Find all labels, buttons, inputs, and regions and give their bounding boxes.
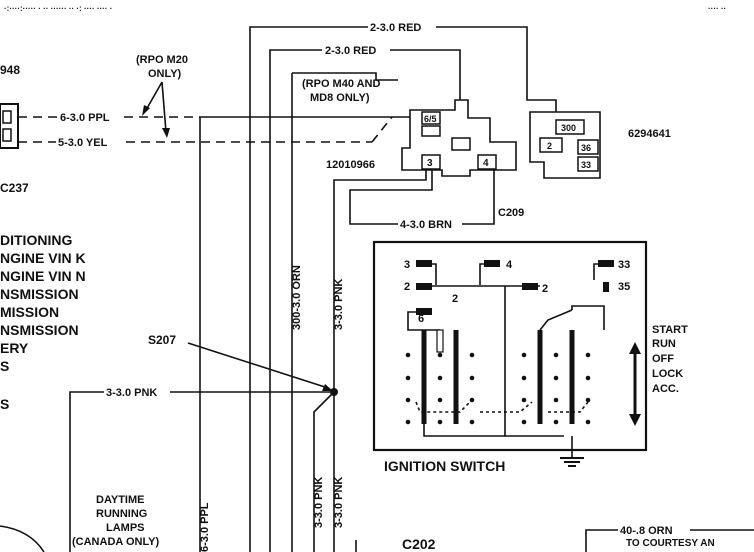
pnk-vertical-label-3: 3-3.0 PNK xyxy=(333,477,345,528)
svg-text:OFF: OFF xyxy=(652,353,674,365)
courtesy-label: TO COURTESY AN xyxy=(626,538,715,549)
switch-internals: 3 4 2 2 2 33 35 6 xyxy=(404,259,630,437)
wire-red-mid-label: 2-3.0 RED xyxy=(325,45,376,57)
rpo-m40-note-2: MD8 ONLY) xyxy=(310,92,370,104)
ppl-vertical-label: 6-3.0 PPL xyxy=(199,502,211,552)
pin-2: 2 xyxy=(547,141,552,151)
pnk-vertical-label-2: 3-3.0 PNK xyxy=(313,477,325,528)
red-mid-right xyxy=(390,49,461,100)
yel-dash-up xyxy=(371,116,393,143)
svg-text:LOCK: LOCK xyxy=(652,368,683,380)
ignition-switch-title: IGNITION SWITCH xyxy=(384,458,505,474)
connector-12010966: 6/5 3 4 xyxy=(401,99,517,177)
s207-pointer xyxy=(187,342,329,389)
svg-text:NGINE VIN N: NGINE VIN N xyxy=(0,268,86,284)
rpo-m20-note-2: ONLY) xyxy=(148,68,182,80)
pin-4: 4 xyxy=(483,158,489,169)
pnk-vertical xyxy=(333,170,427,552)
pnk-left xyxy=(69,391,104,552)
svg-text:NSMISSION: NSMISSION xyxy=(0,322,79,338)
part-6294641: 6294641 xyxy=(628,128,671,140)
header-right: ···· ·· xyxy=(708,4,726,13)
brn-left xyxy=(349,170,433,225)
wire-orn-bottom-label: 40-.8 ORN xyxy=(620,525,673,537)
brn-right xyxy=(462,170,495,225)
ground-icon xyxy=(560,436,584,467)
wire-ppl-label: 6-3.0 PPL xyxy=(60,112,110,124)
pin-65: 6/5 xyxy=(424,114,437,124)
pnk-branch xyxy=(313,391,335,552)
svg-text:6: 6 xyxy=(418,313,424,325)
left-connector xyxy=(0,103,19,149)
svg-text:2: 2 xyxy=(404,281,410,293)
svg-text:3: 3 xyxy=(404,259,410,271)
pnk-vertical-label: 3-3.0 PNK xyxy=(333,279,345,330)
wire-yel-label: 5-3.0 YEL xyxy=(58,137,108,149)
svg-text:NSMISSION: NSMISSION xyxy=(0,286,79,302)
header-text: ·:····:····· · ·· ······ ·· ·: ···· ····… xyxy=(4,4,112,13)
c209-label: C209 xyxy=(498,207,524,219)
position-arrow xyxy=(629,342,641,426)
svg-text:(CANADA ONLY): (CANADA ONLY) xyxy=(72,536,160,548)
svg-text:RUNNING: RUNNING xyxy=(96,508,147,520)
left-list: DITIONING NGINE VIN K NGINE VIN N NSMISS… xyxy=(0,232,86,412)
orn-bottom-left xyxy=(585,529,618,552)
svg-text:35: 35 xyxy=(618,281,630,293)
svg-text:NGINE VIN K: NGINE VIN K xyxy=(0,250,86,266)
svg-text:4: 4 xyxy=(506,259,513,271)
s207-label: S207 xyxy=(148,333,176,347)
svg-text:ACC.: ACC. xyxy=(652,383,679,395)
connector-6294641: 300 2 36 33 xyxy=(529,111,601,179)
svg-text:LAMPS: LAMPS xyxy=(106,522,145,534)
red-top-left xyxy=(249,26,368,552)
pin-3: 3 xyxy=(427,158,433,169)
wire-red-top-label: 2-3.0 RED xyxy=(370,22,421,34)
svg-text:DITIONING: DITIONING xyxy=(0,232,72,248)
pin-36: 36 xyxy=(581,143,591,153)
ignition-switch-box xyxy=(372,240,648,452)
code-948: 948 xyxy=(0,63,20,77)
svg-text:2: 2 xyxy=(452,293,458,305)
svg-text:ERY: ERY xyxy=(0,340,29,356)
pin-300: 300 xyxy=(561,123,576,133)
svg-text:S: S xyxy=(0,396,9,412)
part-12010966: 12010966 xyxy=(326,159,375,171)
rpo-m40-note: (RPO M40 AND xyxy=(302,78,380,90)
wire-pnk-left-label: 3-3.0 PNK xyxy=(106,387,157,399)
c202-label: C202 xyxy=(402,536,436,552)
rpo-arrows xyxy=(142,81,170,138)
switch-positions: START RUN OFF LOCK ACC. xyxy=(652,324,688,395)
svg-text:2: 2 xyxy=(542,283,548,295)
wire-brn-label: 4-3.0 BRN xyxy=(400,219,452,231)
code-c237: C237 xyxy=(0,181,29,195)
rpo-m20-note: (RPO M20 xyxy=(136,54,188,66)
svg-text:MISSION: MISSION xyxy=(0,304,59,320)
svg-text:START: START xyxy=(652,324,688,336)
red-mid-left xyxy=(269,49,322,552)
svg-text:DAYTIME: DAYTIME xyxy=(96,494,145,506)
orn-vertical-label: 300-3.0 ORN xyxy=(291,265,303,330)
svg-text:RUN: RUN xyxy=(652,338,676,350)
svg-text:S: S xyxy=(0,358,9,374)
svg-text:33: 33 xyxy=(618,259,630,271)
pin-33: 33 xyxy=(581,160,591,170)
drl-label: DAYTIME RUNNING LAMPS (CANADA ONLY) xyxy=(72,494,160,548)
